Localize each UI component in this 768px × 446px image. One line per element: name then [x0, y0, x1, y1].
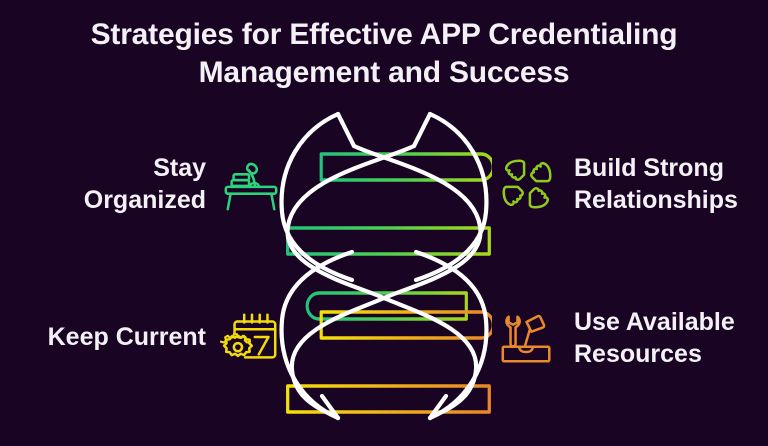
strategy-label-line-2: Resources [574, 340, 702, 368]
page-title-line-1: Strategies for Effective APP Credentiali… [90, 18, 678, 51]
strategy-label-build-strong-relationships: Build Strong Relationships [574, 152, 738, 216]
page-title-line-2: Management and Success [198, 56, 570, 89]
dna-double-helix-graphic [279, 111, 492, 421]
toolbox-wrench-hammer-icon [501, 314, 551, 363]
page-title: Strategies for Effective APP Credentiali… [0, 16, 768, 92]
calendar-gear-icon [220, 313, 277, 359]
teamwork-hands-icon [502, 159, 552, 209]
strategy-label-line-2: Relationships [574, 186, 738, 214]
strategy-label-use-available-resources: Use Available Resources [574, 306, 735, 370]
strategy-label-line-1: Keep Current [47, 323, 206, 351]
strategy-item-keep-current: Keep Current [14, 306, 282, 368]
desk-lamp-icon [224, 162, 278, 211]
strategy-item-use-available-resources: Use Available Resources [496, 306, 758, 370]
helix-strands [279, 111, 489, 421]
strategy-label-stay-organized: Stay Organized [84, 152, 206, 216]
strategy-label-keep-current: Keep Current [48, 321, 206, 353]
strategy-label-line-2: Organized [83, 186, 206, 214]
strategy-item-stay-organized: Stay Organized [34, 152, 282, 216]
strategy-label-line-1: Build Strong [574, 154, 724, 182]
strategy-item-build-strong-relationships: Build Strong Relationships [496, 152, 758, 216]
strategy-label-line-1: Stay [153, 154, 206, 182]
strategy-label-line-1: Use Available [574, 308, 735, 336]
